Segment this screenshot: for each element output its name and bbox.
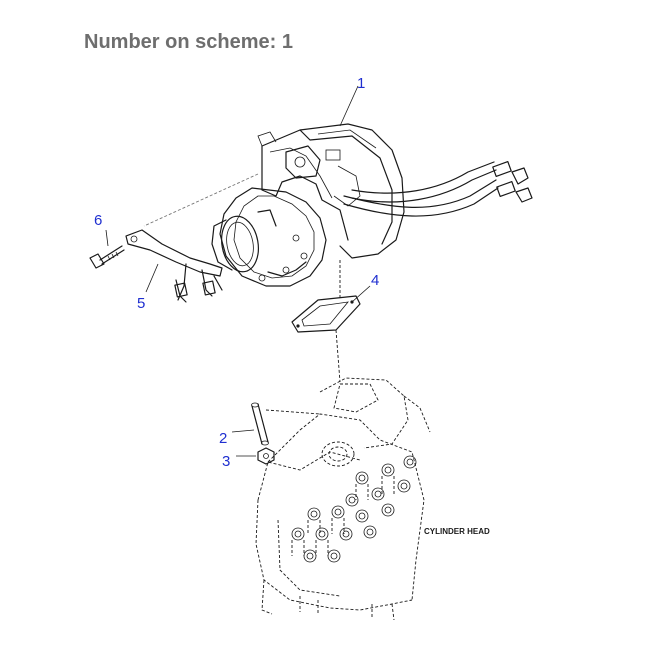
leader-lines <box>105 85 371 457</box>
nut[interactable] <box>257 447 275 465</box>
cylinder-head <box>255 377 431 621</box>
callout-2[interactable]: 2 <box>219 430 227 447</box>
callout-6[interactable]: 6 <box>94 212 102 229</box>
bracket-harness[interactable] <box>125 229 223 303</box>
stud[interactable] <box>251 402 269 446</box>
callout-1[interactable]: 1 <box>357 75 365 92</box>
scheme-number-heading: Number on scheme: 1 <box>84 31 293 53</box>
gasket[interactable] <box>291 295 361 333</box>
cylinder-head-label: CYLINDER HEAD <box>424 527 490 536</box>
callout-5[interactable]: 5 <box>137 295 145 312</box>
callout-4[interactable]: 4 <box>371 272 379 289</box>
alignment-guide-line <box>143 173 259 227</box>
alignment-guide-line <box>265 409 321 415</box>
bolt[interactable] <box>89 245 125 269</box>
turbocharger-assembly[interactable] <box>211 123 533 287</box>
alignment-guide-line <box>335 329 341 383</box>
callout-3[interactable]: 3 <box>222 453 230 470</box>
